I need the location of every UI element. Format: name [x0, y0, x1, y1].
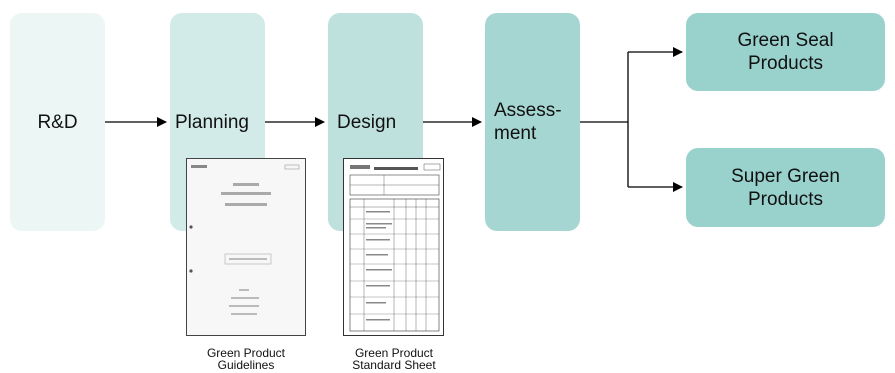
assessment-box: Assess- ment [485, 13, 580, 231]
green-seal-products-box: Green Seal Products [686, 13, 885, 91]
green-product-guidelines-caption: Green Product Guidelines [181, 347, 311, 371]
green-seal-products-label: Green Seal Products [737, 30, 834, 74]
standard-caption-line2: Standard Sheet [352, 358, 436, 372]
guidelines-caption-line2: Guidelines [217, 358, 275, 372]
design-label: Design [337, 111, 397, 133]
guidelines-caption-line1: Green Product [206, 346, 286, 360]
standard-caption-line1: Green Product [354, 346, 434, 360]
guidelines-booklet-cover [189, 164, 300, 315]
super-green-products-box: Super Green Products [686, 148, 885, 227]
super-green-products-label: Super Green Products [731, 165, 840, 210]
standard-sheet-form [349, 163, 441, 332]
green-product-standard-sheet-document-image [343, 158, 444, 336]
rd-box: R&D [10, 13, 105, 231]
planning-label: Planning [175, 111, 249, 133]
green-product-standard-sheet-caption: Green Product Standard Sheet [329, 347, 459, 371]
assessment-label: Assess- ment [494, 100, 562, 144]
green-product-guidelines-document-image [186, 158, 306, 336]
rd-label: R&D [37, 111, 78, 133]
